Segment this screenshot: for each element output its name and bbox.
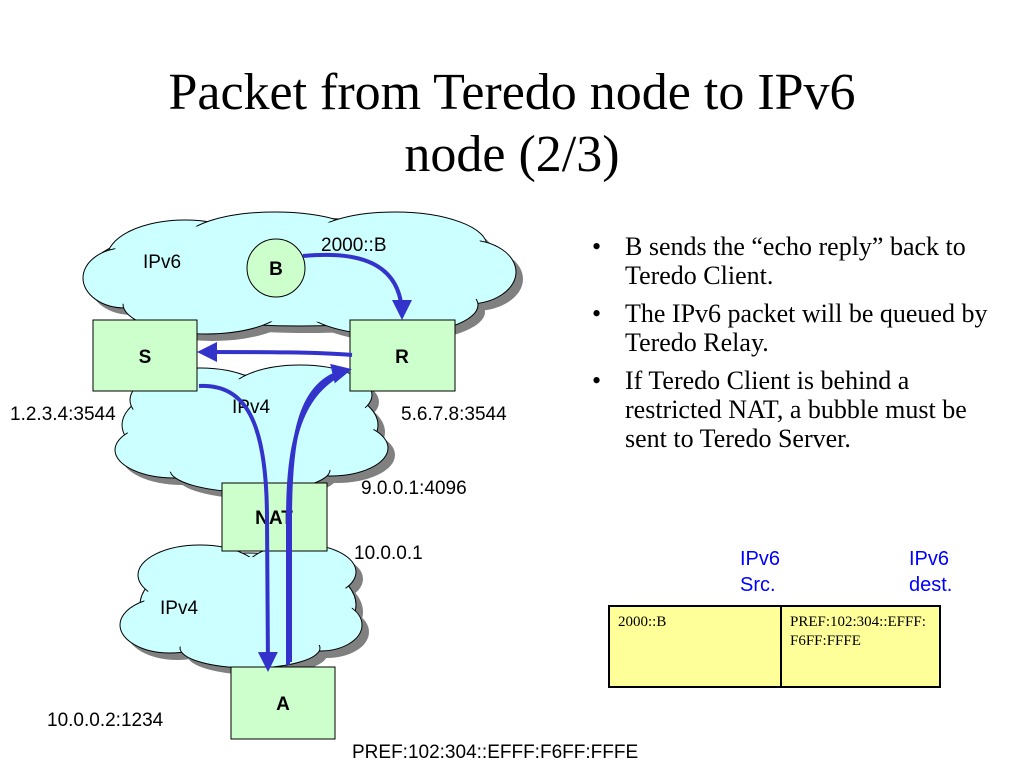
- a-address-label: 10.0.0.2:1234: [47, 710, 164, 731]
- bullet-dot-icon: •: [592, 232, 602, 261]
- slide-title-line-2: node (2/3): [404, 126, 620, 183]
- bullet-item: • If Teredo Client is behind a restricted…: [592, 366, 1012, 453]
- packet-src-cell: 2000::B: [608, 605, 782, 688]
- ipv6-dest-header-line1: IPv6: [909, 548, 950, 570]
- nat-inner-address-label: 10.0.0.1: [354, 543, 423, 564]
- node-s-label: S: [139, 347, 152, 368]
- ipv6-dest-header-line2: dest.: [909, 574, 953, 596]
- slide-title-line-1: Packet from Teredo node to IPv6: [168, 64, 856, 121]
- ipv6-src-header-line1: IPv6: [740, 548, 781, 570]
- arrow-r-to-s: [197, 342, 353, 363]
- node-nat-label: NAT: [255, 508, 293, 529]
- bullet-item: • The IPv6 packet will be queued by Tered…: [592, 299, 1012, 357]
- arrow-a-to-r: [288, 363, 352, 662]
- node-r-label: R: [395, 347, 409, 368]
- node-r: R: [349, 319, 456, 392]
- slide-title: Packet from Teredo node to IPv6 node (2/…: [0, 62, 1024, 186]
- ipv4-bottom-network-label: IPv4: [160, 598, 198, 619]
- bullet-text: The IPv6 packet will be queued by Teredo…: [625, 299, 988, 357]
- node-a: A: [230, 666, 336, 740]
- bullet-item: • B sends the “echo reply” back to Teredo…: [592, 232, 1012, 290]
- ipv6-src-header-line2: Src.: [740, 574, 776, 596]
- ipv4-cloud-bottom: [119, 543, 369, 675]
- arrow-s-to-a: [198, 383, 278, 672]
- ipv6-src-header: IPv6 Src.: [740, 546, 780, 598]
- bullet-text: B sends the “echo reply” back to Teredo …: [625, 232, 966, 290]
- bullet-text: If Teredo Client is behind a restricted …: [625, 366, 967, 453]
- a-ipv6-address-label: PREF:102:304::EFFF:F6FF:FFFE: [352, 742, 638, 763]
- packet-row: 2000::B PREF:102:304::EFFF:F6FF:FFFE: [608, 605, 941, 688]
- node-b: B: [246, 238, 306, 298]
- arrow-b-to-r: [302, 252, 412, 320]
- b-address-label: 2000::B: [321, 235, 387, 256]
- node-s: S: [92, 319, 198, 392]
- packet-table: 2000::B PREF:102:304::EFFF:F6FF:FFFE: [608, 605, 941, 688]
- bullet-dot-icon: •: [592, 299, 602, 328]
- bullet-dot-icon: •: [592, 366, 602, 395]
- node-b-label: B: [269, 259, 283, 280]
- bullet-list: • B sends the “echo reply” back to Teredo…: [592, 232, 1012, 462]
- node-nat: NAT: [221, 482, 328, 552]
- node-a-label: A: [276, 694, 290, 715]
- ipv6-dest-header: IPv6 dest.: [909, 546, 952, 598]
- ipv6-network-label: IPv6: [143, 252, 181, 273]
- packet-dest-cell: PREF:102:304::EFFF:F6FF:FFFE: [780, 605, 941, 688]
- s-address-label: 1.2.3.4:3544: [10, 404, 116, 425]
- r-address-label: 5.6.7.8:3544: [401, 404, 507, 425]
- nat-outer-address-label: 9.0.0.1:4096: [361, 478, 467, 499]
